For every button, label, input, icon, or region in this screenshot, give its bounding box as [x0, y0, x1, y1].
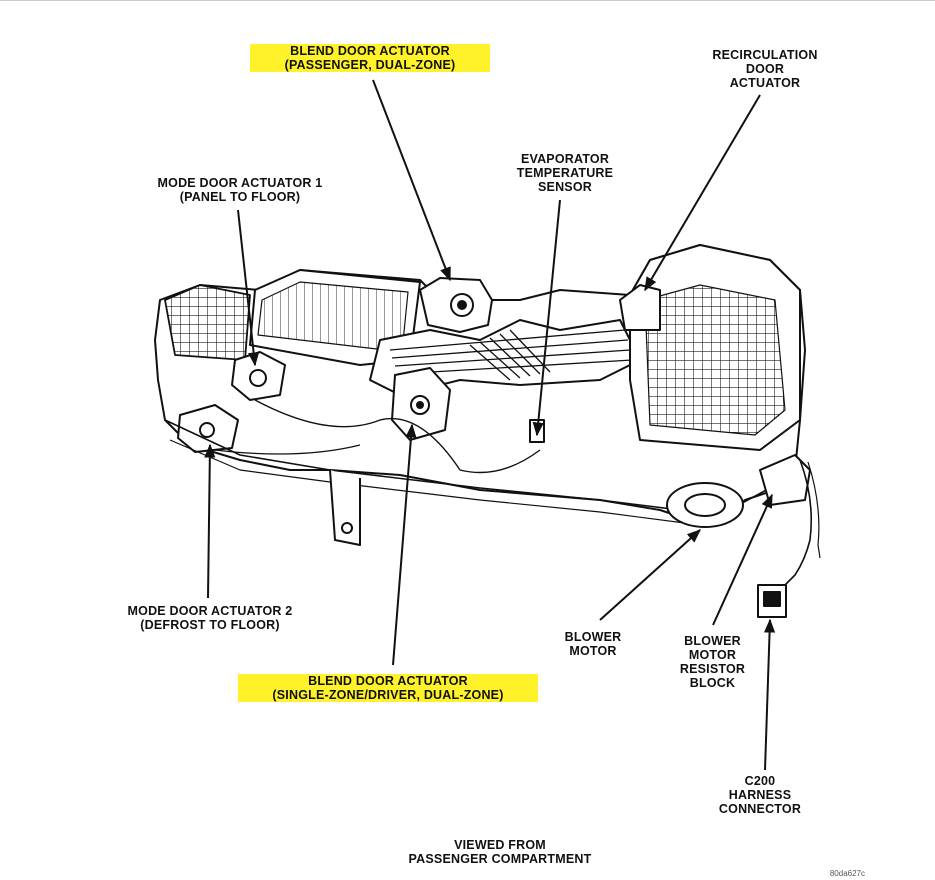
leader-arrows: [204, 79, 776, 771]
arrow-resistor-block: [712, 493, 773, 626]
label-c200-harness-connector: C200 HARNESS CONNECTOR: [718, 774, 802, 816]
label-evaporator-temperature-sensor: EVAPORATOR TEMPERATURE SENSOR: [516, 152, 614, 194]
label-viewed-from: VIEWED FROM PASSENGER COMPARTMENT: [408, 838, 592, 866]
label-mode-door-actuator-2: MODE DOOR ACTUATOR 2 (DEFROST TO FLOOR): [127, 604, 293, 632]
hvac-housing: [154, 244, 821, 618]
label-recirculation-door-actuator: RECIRCULATION DOOR ACTUATOR: [712, 48, 818, 90]
arrow-mode-door-2: [204, 443, 216, 599]
label-blower-motor-resistor-block: BLOWER MOTOR RESISTOR BLOCK: [679, 634, 746, 690]
label-blend-door-passenger: BLEND DOOR ACTUATOR (PASSENGER, DUAL-ZON…: [250, 44, 490, 72]
label-mode-door-actuator-1: MODE DOOR ACTUATOR 1 (PANEL TO FLOOR): [157, 176, 323, 204]
arrow-blower-motor: [599, 529, 702, 621]
arrow-blend-passenger: [372, 79, 451, 282]
top-border: [0, 0, 935, 1]
arrow-evaporator: [532, 199, 561, 437]
arrow-mode-door-1: [237, 209, 260, 367]
arrow-recirculation: [644, 94, 761, 292]
figure-id: 80da627c: [829, 869, 865, 878]
label-blower-motor: BLOWER MOTOR: [564, 630, 622, 658]
label-blend-door-driver: BLEND DOOR ACTUATOR (SINGLE-ZONE/DRIVER,…: [238, 674, 538, 702]
arrow-blend-driver: [392, 423, 417, 666]
arrow-c200: [763, 618, 776, 771]
